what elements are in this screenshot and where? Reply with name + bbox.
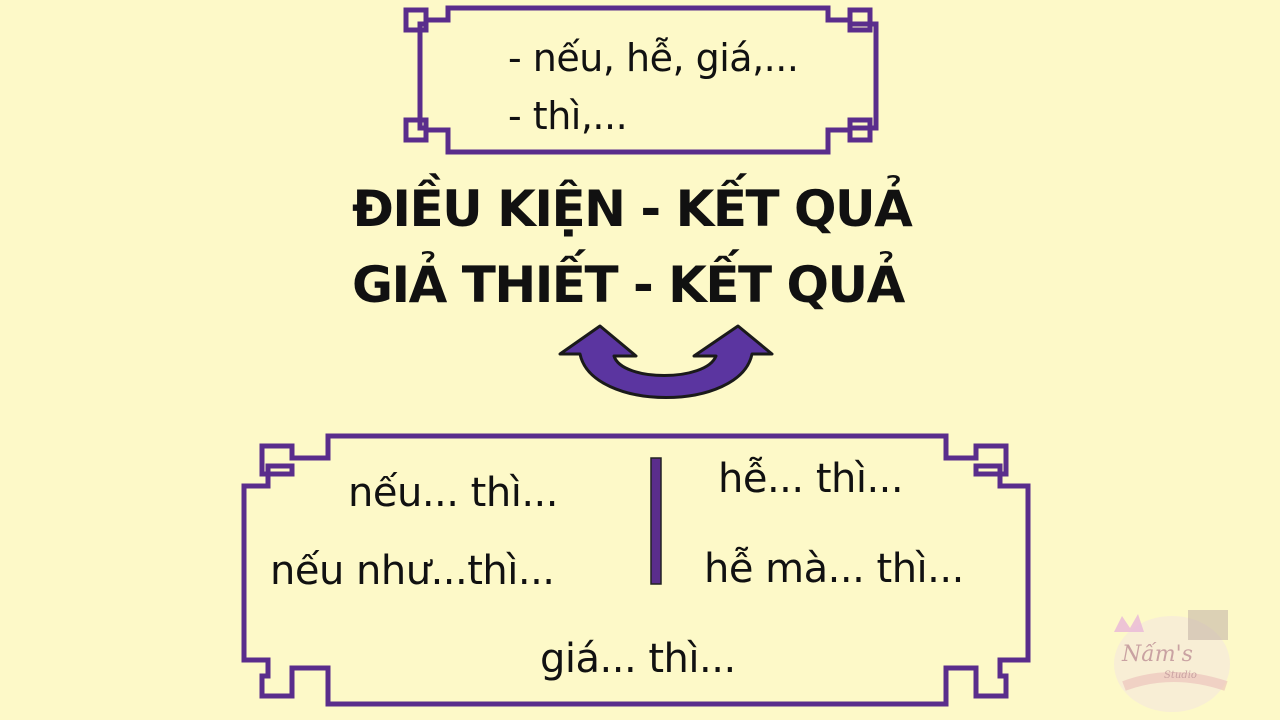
bottom-frame: [241, 433, 1031, 707]
conjunction-pair-neu-nhu-thi: nếu như...thì...: [270, 548, 555, 594]
heading-condition-result: ĐIỀU KIỆN - KẾT QUẢ: [352, 180, 913, 238]
logo-name: Nấm's: [1122, 642, 1193, 667]
center-divider: [650, 457, 662, 585]
conjunction-pair-he-ma-thi: hễ mà... thì...: [704, 546, 964, 592]
conjunction-pair-gia-thi: giá... thì...: [540, 636, 736, 682]
logo-badge-icon: [1114, 610, 1230, 712]
conjunction-pair-neu-thi: nếu... thì...: [348, 470, 558, 516]
conjunction-pair-he-thi: hễ... thì...: [718, 456, 904, 502]
swap-arrow-icon: [558, 324, 774, 399]
top-frame: [403, 5, 879, 155]
studio-logo: Nấm's Studio: [1108, 606, 1236, 716]
top-box-line-2: - thì,...: [508, 94, 628, 138]
heading-hypothesis-result: GIẢ THIẾT - KẾT QUẢ: [352, 256, 905, 314]
top-box-line-1: - nếu, hễ, giá,...: [508, 36, 799, 80]
logo-subtitle: Studio: [1164, 670, 1197, 681]
